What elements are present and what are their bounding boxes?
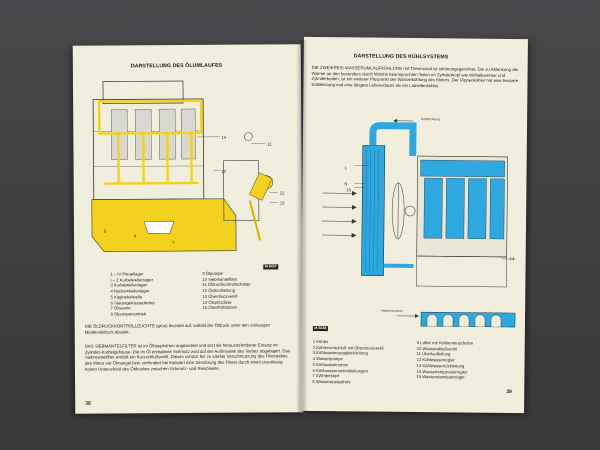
right-parts-list-b: 9 Lüfter mit Keilriemenscheibe 10 Wasser… (416, 340, 520, 381)
list-item: 15 Öleinfüllstutzen (202, 304, 238, 311)
left-page-number: 38 (85, 400, 91, 407)
callout-8: 8 (103, 228, 107, 234)
filter-paragraph: DAS SIEBMANTELFILTER ist im Ölhauptstrom… (84, 342, 291, 372)
cooling-system-diagram (321, 118, 516, 288)
oil-circulation-diagram (91, 80, 278, 252)
oil-gallery (97, 99, 203, 185)
right-page-number: 39 (506, 388, 512, 396)
list-item: 8 Wasserauslaufrohr (312, 378, 351, 385)
list-item: 8 Ölpumpenantrieb (110, 311, 147, 317)
cylinder-head-section (420, 311, 516, 328)
radiator (361, 145, 386, 276)
oil-warning-note: DIE ÖLDRUCKKONTROLLEUCHTE (grün) leuchte… (84, 322, 271, 335)
callout-9: 9 (134, 233, 137, 239)
callout-12: 12 (279, 190, 285, 196)
fan (391, 182, 416, 240)
right-figure-code: M-5436 (312, 325, 328, 332)
filter-assembly (223, 132, 273, 241)
left-page: DARSTELLUNG DES ÖLUMLAUFES (72, 44, 304, 414)
left-figure-code: M-5437 (263, 264, 279, 270)
diagram-letter-n: N (344, 181, 348, 187)
inflow-arrow (397, 314, 420, 319)
callout-13: 13 (279, 200, 285, 206)
cooling-intro: DIE ZWEIKREIS-WASSERUMLAUFKÜHLUNG mit Th… (311, 64, 519, 89)
callout-14: 14 (509, 256, 515, 262)
left-parts-list-b: 9 Ölpumpe 10 Siebmantelfilter 11 Öldruck… (202, 270, 297, 311)
left-parts-list-a: 1 – IV Pleuellager I – 2 Kurbelwellenlag… (110, 271, 210, 317)
right-page-title: DARSTELLUNG DES KÜHLSYSTEMS (353, 53, 449, 61)
callout-10: 10 (346, 187, 352, 193)
diagram-letter-l: L (344, 165, 347, 171)
callout-7: 7 (172, 240, 175, 246)
left-page-title: DARSTELLUNG DES ÖLUMLAUFES (130, 62, 223, 70)
book-gutter (296, 40, 308, 412)
list-item: 15 Wasserstandsanzeiger (416, 374, 465, 380)
callout-14: 14 (221, 134, 227, 140)
right-page: DARSTELLUNG DES KÜHLSYSTEMS DIE ZWEIKREI… (300, 36, 528, 414)
right-parts-list-a: 1 Kühler 2 Kühlerverschluß mit Überdruck… (312, 339, 417, 386)
callout-11: 11 (267, 141, 272, 147)
callout-10: 10 (221, 168, 227, 174)
